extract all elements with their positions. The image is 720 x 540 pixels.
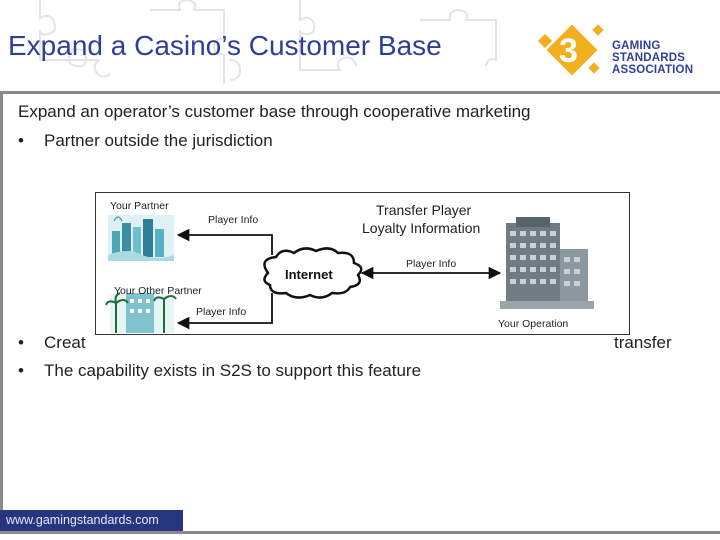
gsa-logo-text: GAMING STANDARDS ASSOCIATION (612, 40, 693, 76)
svg-text:3: 3 (559, 32, 578, 70)
diagram-canvas: Your Partner Your Other Partner Transfer… (105, 200, 594, 333)
logo-line-3: ASSOCIATION (612, 64, 694, 76)
transfer-title-line-2: Loyalty Information (362, 220, 480, 236)
bullet-text-partial: Creat (44, 333, 86, 352)
your-partner-label: Your Partner (110, 200, 169, 212)
partner-connector-arrow (176, 228, 273, 255)
puzzle-watermark (39, 0, 497, 84)
player-info-label-bottom: Player Info (196, 306, 246, 318)
bullet-item: • Creat transfer (18, 333, 718, 353)
player-info-label-top: Player Info (208, 214, 258, 226)
internet-cloud (263, 247, 363, 299)
transfer-title-line-1: Transfer Player (376, 202, 472, 218)
footer-bar: www.gamingstandards.com (0, 510, 183, 531)
bullet-item: • The capability exists in S2S to suppor… (18, 361, 421, 381)
bullet-item: • Partner outside the jurisdiction (18, 131, 273, 151)
other-partner-connector-arrow (176, 293, 273, 330)
your-operation-label: Your Operation (498, 318, 568, 330)
bullet-text: Partner outside the jurisdiction (44, 131, 273, 150)
internet-label: Internet (285, 267, 333, 282)
bullet-glyph: • (18, 361, 24, 380)
intro-text: Expand an operator’s customer base throu… (18, 102, 531, 121)
header-divider (0, 91, 720, 94)
footer-url[interactable]: www.gamingstandards.com (6, 513, 159, 527)
left-rule (0, 94, 3, 514)
your-other-partner-label: Your Other Partner (114, 285, 202, 297)
bullet-glyph: • (18, 333, 24, 352)
other-partner-hotel-image (105, 292, 177, 333)
logo-line-2: STANDARDS (612, 52, 686, 64)
player-info-label-middle: Player Info (406, 258, 456, 270)
operation-building-image (500, 217, 594, 309)
logo-line-1: GAMING (612, 40, 661, 52)
slide-title: Expand a Casino’s Customer Base (8, 30, 442, 61)
partner-city-image (108, 215, 174, 261)
bullet-glyph: • (18, 131, 24, 150)
footer-rule (0, 531, 720, 534)
gsa-logo-mark: 3 (537, 24, 604, 76)
bullet-text-partial-end: transfer (614, 333, 672, 352)
bullet-text: The capability exists in S2S to support … (44, 361, 422, 380)
loyalty-transfer-diagram: Your Partner Your Other Partner Transfer… (95, 192, 630, 335)
slide-header: Expand a Casino’s Customer Base 3 GAMING… (0, 0, 720, 92)
